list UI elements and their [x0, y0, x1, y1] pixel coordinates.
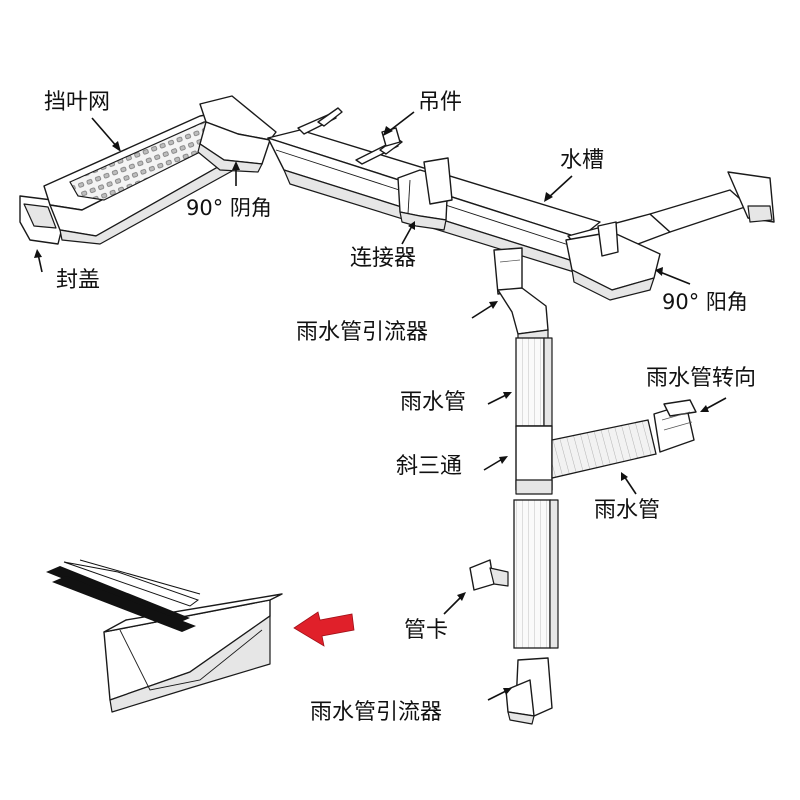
label-pipe-branch: 雨水管: [594, 498, 661, 523]
label-outlet-top: 雨水管引流器: [296, 320, 429, 345]
label-connector: 连接器: [350, 246, 417, 271]
label-branch-tee: 斜三通: [396, 454, 463, 479]
label-leaf-guard: 挡叶网: [44, 90, 111, 115]
label-hanger: 吊件: [418, 90, 463, 115]
connector-part: [397, 157, 453, 231]
upper-pipe-part: [515, 337, 553, 427]
bottom-outlet-part: [505, 657, 553, 725]
label-pipe-turn: 雨水管转向: [646, 366, 757, 391]
label-pipe-clamp: 管卡: [404, 618, 449, 643]
top-outlet-part: [493, 247, 549, 345]
label-gutter: 水槽: [560, 148, 605, 173]
lower-pipe-part: [513, 499, 559, 649]
label-end-cap: 封盖: [56, 268, 101, 293]
highlight-arrow: [293, 611, 355, 647]
branch-tee-part: [515, 419, 657, 495]
outer-corner-part: [565, 221, 661, 301]
pipe-clamp-part: [469, 559, 509, 591]
hanger-part: [297, 107, 403, 165]
label-inner-corner: 90° 阴角: [186, 196, 272, 220]
label-outlet-bottom: 雨水管引流器: [310, 700, 443, 725]
detail-gutter-part: [103, 593, 283, 713]
inner-corner-part: [197, 95, 277, 173]
leader-arrows: [34, 111, 727, 701]
label-outer-corner: 90° 阳角: [662, 290, 748, 314]
detail-stripes: [46, 559, 201, 632]
branch-elbow-part: [653, 399, 697, 453]
label-pipe-upper: 雨水管: [400, 390, 467, 415]
